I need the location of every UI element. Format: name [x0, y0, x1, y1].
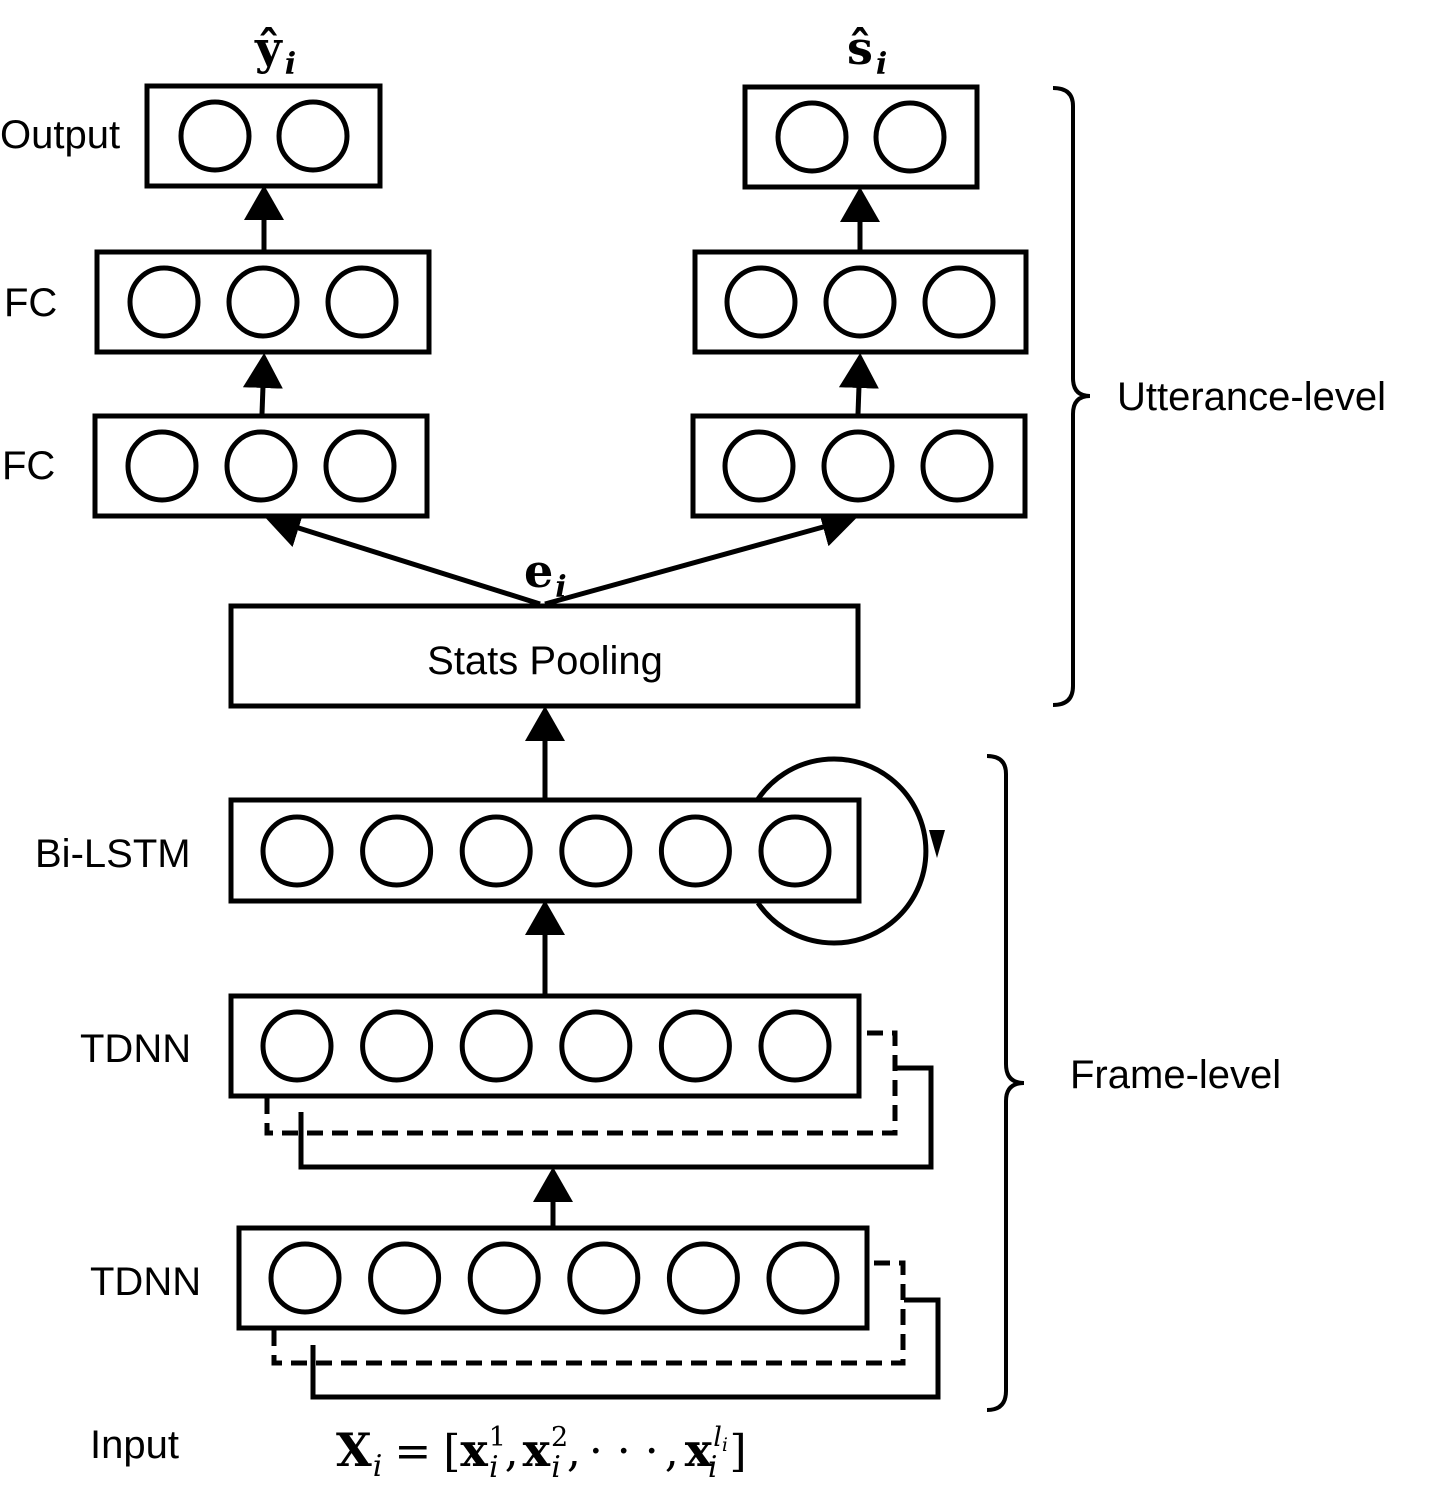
- bilstm-nodes: [260, 814, 832, 888]
- neuron-node: [125, 429, 199, 503]
- neuron-node: [559, 1009, 633, 1083]
- neuron-node: [821, 429, 895, 503]
- left-fc-upper-nodes: [127, 265, 399, 339]
- neuron-node: [922, 265, 996, 339]
- neuron-node: [758, 814, 832, 888]
- neuron-node: [467, 1241, 541, 1315]
- neuron-node: [260, 814, 334, 888]
- neuron-node: [766, 1241, 840, 1315]
- tdnn-upper-nodes: [260, 1009, 832, 1083]
- left-output-nodes: [178, 99, 350, 173]
- neuron-node: [127, 265, 201, 339]
- neuron-node: [658, 814, 732, 888]
- bilstm-label: Bi-LSTM: [35, 832, 191, 876]
- neuron-node: [459, 1009, 533, 1083]
- frame-level-brace: [986, 754, 1025, 1412]
- fc-bottom-label: FC: [2, 444, 55, 488]
- neuron-node: [567, 1241, 641, 1315]
- tdnn-upper-label: TDNN: [80, 1027, 191, 1071]
- frame-level-label: Frame-level: [1070, 1053, 1281, 1097]
- right-fc-upper-nodes: [724, 265, 996, 339]
- tdnn-upper-context-frames: [264, 1030, 934, 1170]
- neuron-node: [658, 1009, 732, 1083]
- neuron-node: [260, 1009, 334, 1083]
- neuron-node: [268, 1241, 342, 1315]
- tdnn-upper-layer: [228, 993, 862, 1099]
- stats-pooling-label: Stats Pooling: [427, 639, 663, 683]
- neuron-node: [360, 814, 434, 888]
- neuron-node: [559, 814, 633, 888]
- utterance-level-label: Utterance-level: [1117, 375, 1386, 419]
- neuron-node: [226, 265, 300, 339]
- neuron-node: [724, 265, 798, 339]
- arrow-pooling-to-left-fc: [265, 508, 541, 607]
- neuron-node: [666, 1241, 740, 1315]
- neuron-node: [178, 99, 252, 173]
- fc-top-label: FC: [4, 281, 57, 325]
- utterance-level-brace: [1052, 86, 1091, 707]
- neuron-node: [360, 1009, 434, 1083]
- arrow-right-fc-to-fc: [838, 353, 879, 415]
- neuron-node: [920, 429, 994, 503]
- recurrent-loop: [755, 756, 929, 946]
- recurrent-loop-arrowhead-icon: [929, 830, 945, 858]
- neuron-node: [722, 429, 796, 503]
- tdnn-lower-label: TDNN: [90, 1260, 201, 1304]
- neuron-node: [459, 814, 533, 888]
- neuron-node: [323, 429, 397, 503]
- bilstm-layer: [228, 797, 862, 904]
- arrow-pooling-to-right-fc: [544, 507, 857, 607]
- tdnn-lower-layer: [236, 1225, 870, 1331]
- tdnn-lower-nodes: [268, 1241, 840, 1315]
- neuron-node: [368, 1241, 442, 1315]
- arrow-left-fc-to-fc: [242, 353, 283, 415]
- neuron-node: [276, 99, 350, 173]
- embedding-label: ei: [524, 544, 567, 605]
- right-output-nodes: [775, 100, 947, 174]
- right-fc-lower-nodes: [722, 429, 994, 503]
- neuron-node: [758, 1009, 832, 1083]
- output-label: Output: [0, 113, 120, 157]
- tdnn-lower-context-frames: [271, 1260, 941, 1400]
- neuron-node: [873, 100, 947, 174]
- input-label: Input: [90, 1423, 179, 1467]
- neuron-node: [775, 100, 849, 174]
- neuron-node: [823, 265, 897, 339]
- neuron-node: [224, 429, 298, 503]
- left-fc-lower-nodes: [125, 429, 397, 503]
- neuron-node: [325, 265, 399, 339]
